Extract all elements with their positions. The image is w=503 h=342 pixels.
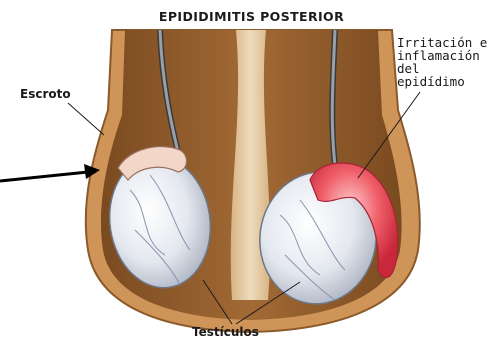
label-irritacion-line-4: epidídimo (397, 75, 487, 88)
label-testiculos: Testículos (192, 326, 259, 339)
diagram-title: EPIDIDIMITIS POSTERIOR (0, 9, 503, 24)
label-irritacion: Irritación e inflamación del epidídimo (397, 36, 487, 88)
label-escroto: Escroto (20, 88, 71, 101)
pointer-arrow-shaft (0, 172, 88, 181)
leader-escroto (68, 103, 104, 135)
